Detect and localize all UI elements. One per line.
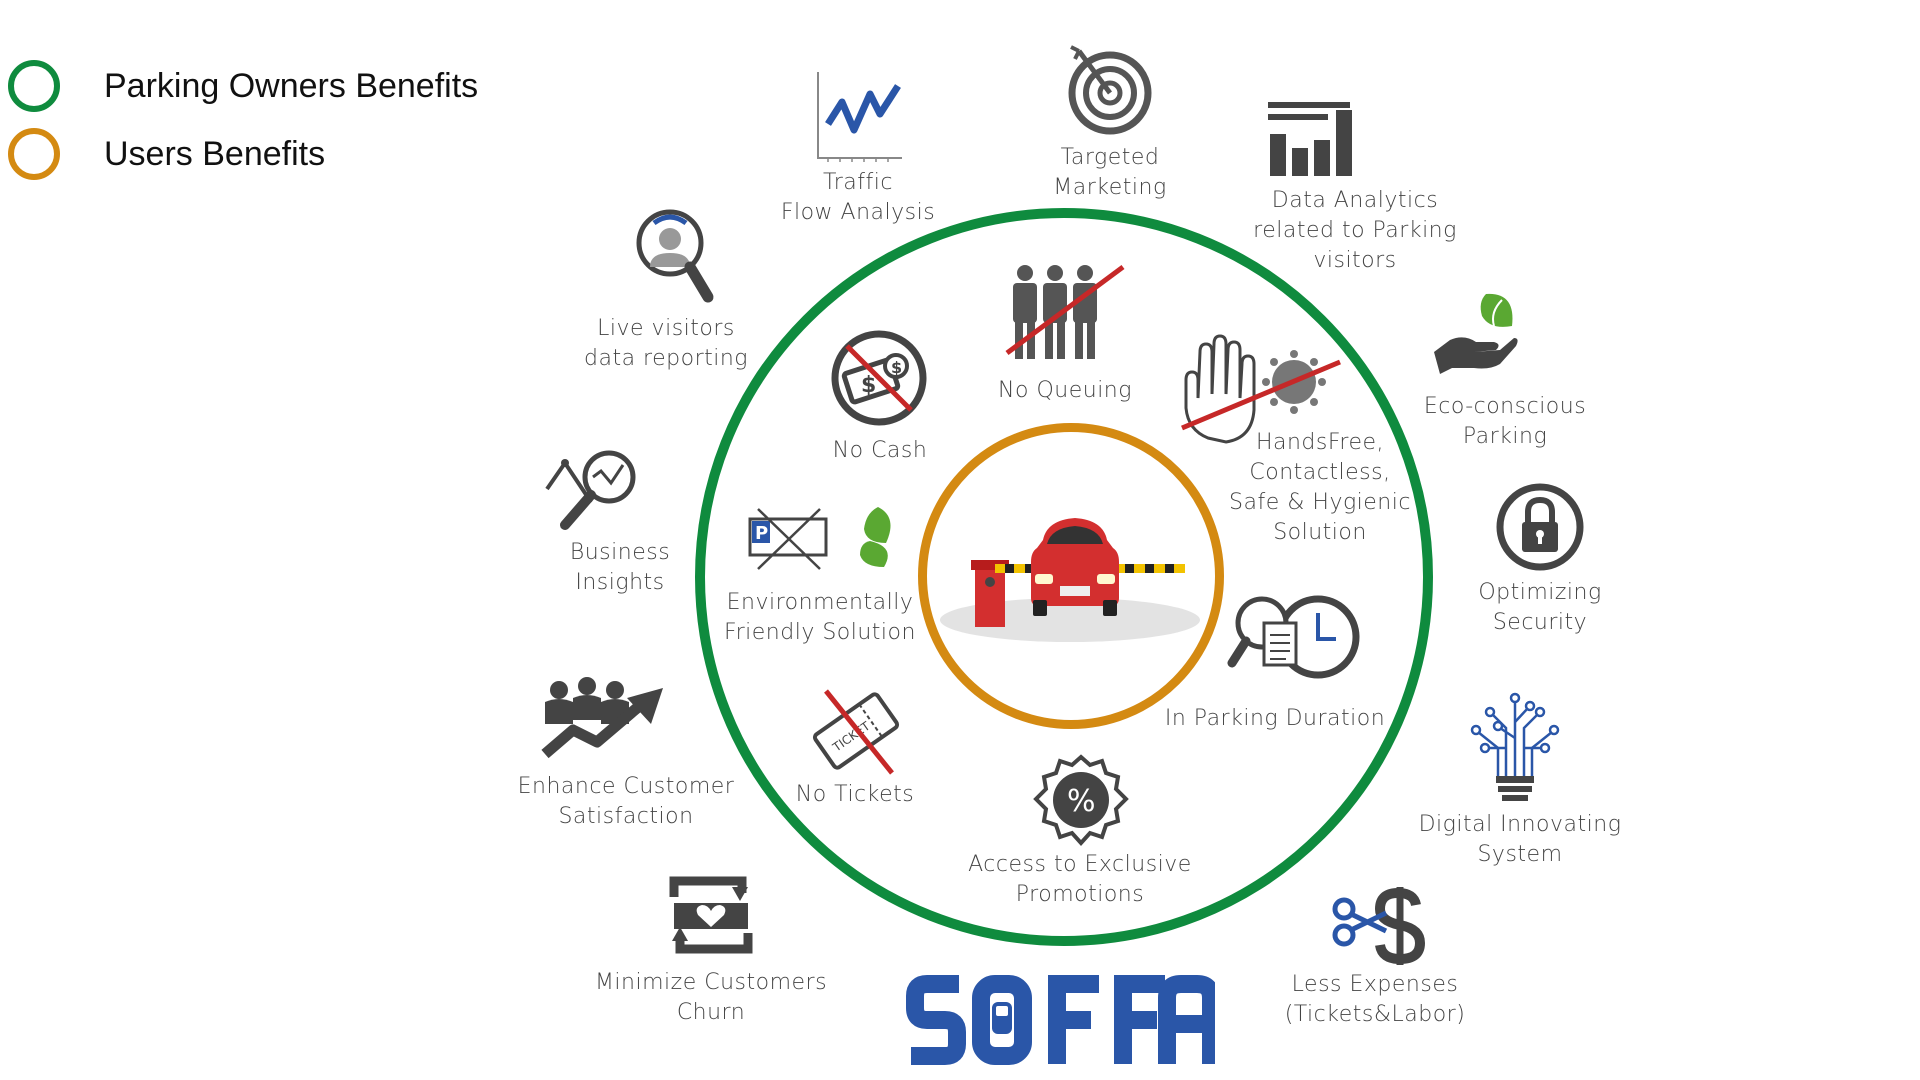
clock-magnifier-icon bbox=[1227, 593, 1364, 683]
cash-label: No Cash bbox=[832, 438, 928, 463]
circuit-bulb-icon bbox=[1470, 692, 1560, 804]
hand-virus-icon bbox=[1178, 334, 1348, 448]
user-magnifier-icon bbox=[634, 207, 714, 311]
no-queue-icon bbox=[1003, 263, 1129, 363]
svg-text:$: $ bbox=[891, 358, 902, 377]
legend-users: Users Benefits bbox=[8, 128, 325, 180]
legend-owners-label: Parking Owners Benefits bbox=[104, 66, 479, 105]
queuing-label: No Queuing bbox=[998, 378, 1132, 403]
legend-users-label: Users Benefits bbox=[104, 134, 326, 173]
svg-text:P: P bbox=[755, 523, 768, 544]
parking-leaf-icon: P bbox=[748, 507, 898, 573]
svg-text:%: % bbox=[1067, 784, 1096, 819]
expenses-label: Less Expenses(Tickets&Labor) bbox=[1284, 972, 1466, 1027]
duration-label: In Parking Duration bbox=[1164, 706, 1386, 731]
legend-owners: Parking Owners Benefits bbox=[8, 60, 478, 112]
hand-leaf-icon bbox=[1430, 290, 1520, 376]
svg-text:$: $ bbox=[861, 373, 876, 398]
tickets-label: No Tickets bbox=[795, 782, 915, 807]
magnifier-chart-icon bbox=[545, 447, 645, 531]
lock-icon bbox=[1495, 482, 1585, 572]
car-barrier-icon bbox=[935, 500, 1205, 650]
team-growth-icon bbox=[541, 677, 673, 759]
target-icon bbox=[1065, 45, 1155, 135]
scissors-dollar-icon bbox=[1330, 885, 1426, 967]
line-chart-icon bbox=[814, 72, 904, 164]
no-cash-icon: $ $ bbox=[829, 328, 929, 428]
discount-badge-icon: % bbox=[1033, 754, 1129, 846]
owners-ring bbox=[695, 208, 1433, 946]
soffa-logo bbox=[905, 970, 1220, 1074]
legend-users-ring bbox=[8, 128, 60, 180]
heart-cycle-icon bbox=[668, 876, 754, 954]
legend-owners-ring bbox=[8, 60, 60, 112]
no-ticket-icon: TICKET bbox=[808, 683, 904, 779]
users-ring bbox=[918, 423, 1224, 729]
bar-chart-icon bbox=[1268, 100, 1354, 178]
